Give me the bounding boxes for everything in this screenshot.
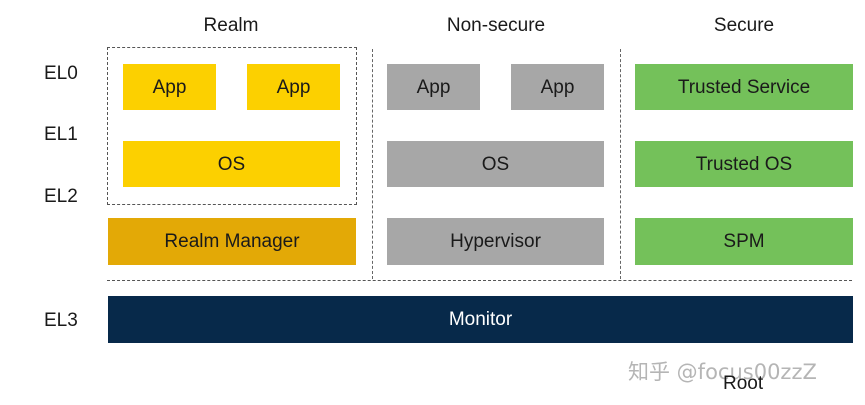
watermark-text: 知乎 @focus00zzZ bbox=[628, 360, 817, 384]
separator-nonsecure-secure bbox=[620, 49, 621, 279]
realm-dashed-boundary bbox=[107, 47, 357, 205]
realm-os: OS bbox=[123, 141, 340, 187]
monitor: Monitor bbox=[108, 296, 853, 343]
non-secure-app-1: App bbox=[387, 64, 480, 110]
spm: SPM bbox=[635, 218, 853, 265]
root-label: Root bbox=[723, 373, 764, 394]
non-secure-app-2: App bbox=[511, 64, 604, 110]
separator-realm-nonsecure bbox=[372, 49, 373, 279]
trusted-service: Trusted Service bbox=[635, 64, 853, 110]
el2-label: EL2 bbox=[44, 186, 78, 207]
column-title-realm: Realm bbox=[203, 15, 259, 36]
realm-app-1: App bbox=[123, 64, 216, 110]
el0-label: EL0 bbox=[44, 63, 78, 84]
separator-root bbox=[107, 280, 852, 281]
column-title-secure: Secure bbox=[713, 15, 775, 36]
el1-label: EL1 bbox=[44, 124, 78, 145]
realm-app-2: App bbox=[247, 64, 340, 110]
realm-manager: Realm Manager bbox=[108, 218, 356, 265]
hypervisor: Hypervisor bbox=[387, 218, 604, 265]
column-title-non-secure: Non-secure bbox=[446, 15, 546, 36]
el3-label: EL3 bbox=[44, 310, 78, 331]
trusted-os: Trusted OS bbox=[635, 141, 853, 187]
non-secure-os: OS bbox=[387, 141, 604, 187]
